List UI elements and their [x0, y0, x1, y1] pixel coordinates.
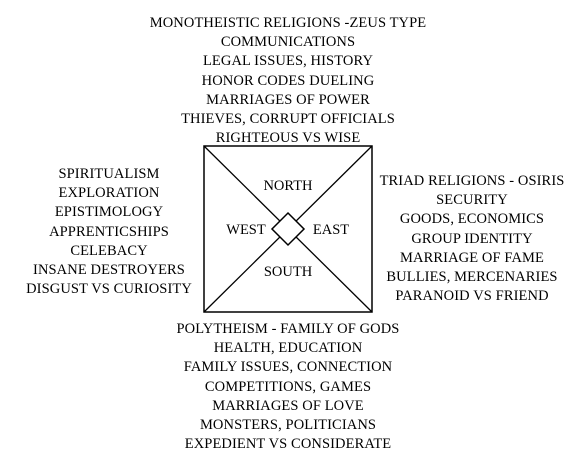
west-line: DISGUST VS CURIOSITY	[26, 281, 192, 298]
north-line: LEGAL ISSUES, HISTORY	[202, 53, 374, 70]
north-line: RIGHTEOUS VS WISE	[215, 130, 361, 147]
north-line: THIEVES, CORRUPT OFFICIALS	[181, 111, 395, 128]
south-line: HEALTH, EDUCATION	[213, 340, 363, 357]
south-line: MARRIAGES OF LOVE	[212, 397, 364, 414]
west-line: EPISTIMOLOGY	[54, 204, 164, 221]
north-line: MONOTHEISTIC RELIGIONS -ZEUS TYPE	[149, 15, 427, 31]
east-line: BULLIES, MERCENARIES	[386, 269, 558, 286]
west-line: INSANE DESTROYERS	[33, 262, 185, 279]
west-line: CELEBACY	[70, 242, 148, 259]
east-line: TRIAD RELIGIONS - OSIRIS	[379, 173, 565, 189]
east-line: SECURITY	[436, 192, 508, 209]
south-line: POLYTHEISM - FAMILY OF GODS	[176, 321, 400, 337]
south-line: FAMILY ISSUES, CONNECTION	[183, 359, 393, 376]
north-attributes: MONOTHEISTIC RELIGIONS -ZEUS TYPE COMMUN…	[88, 14, 488, 148]
center-diamond	[270, 211, 306, 247]
south-attributes: POLYTHEISM - FAMILY OF GODS HEALTH, EDUC…	[88, 320, 488, 454]
east-line: MARRIAGE OF FAME	[400, 249, 544, 266]
south-line: EXPEDIENT VS CONSIDERATE	[184, 436, 392, 453]
east-label: EAST	[313, 222, 349, 238]
east-line: GROUP IDENTITY	[411, 230, 533, 247]
west-line: SPIRITUALISM	[58, 166, 160, 182]
east-line: GOODS, ECONOMICS	[399, 211, 545, 228]
west-line: APPRENTICSHIPS	[49, 223, 169, 240]
north-line: COMMUNICATIONS	[220, 34, 356, 51]
south-line: MONSTERS, POLITICIANS	[199, 417, 377, 434]
east-attributes: TRIAD RELIGIONS - OSIRIS SECURITY GOODS,…	[368, 172, 576, 306]
east-line: PARANOID VS FRIEND	[395, 288, 549, 305]
south-label: SOUTH	[264, 264, 313, 280]
north-label: NORTH	[263, 178, 313, 194]
north-line: MARRIAGES OF POWER	[206, 91, 370, 108]
west-attributes: SPIRITUALISM EXPLORATION EPISTIMOLOGY AP…	[0, 165, 218, 299]
compass-square	[203, 145, 373, 313]
west-line: EXPLORATION	[58, 185, 160, 202]
west-label: WEST	[226, 222, 266, 238]
south-line: COMPETITIONS, GAMES	[204, 378, 372, 395]
north-line: HONOR CODES DUELING	[201, 72, 375, 89]
